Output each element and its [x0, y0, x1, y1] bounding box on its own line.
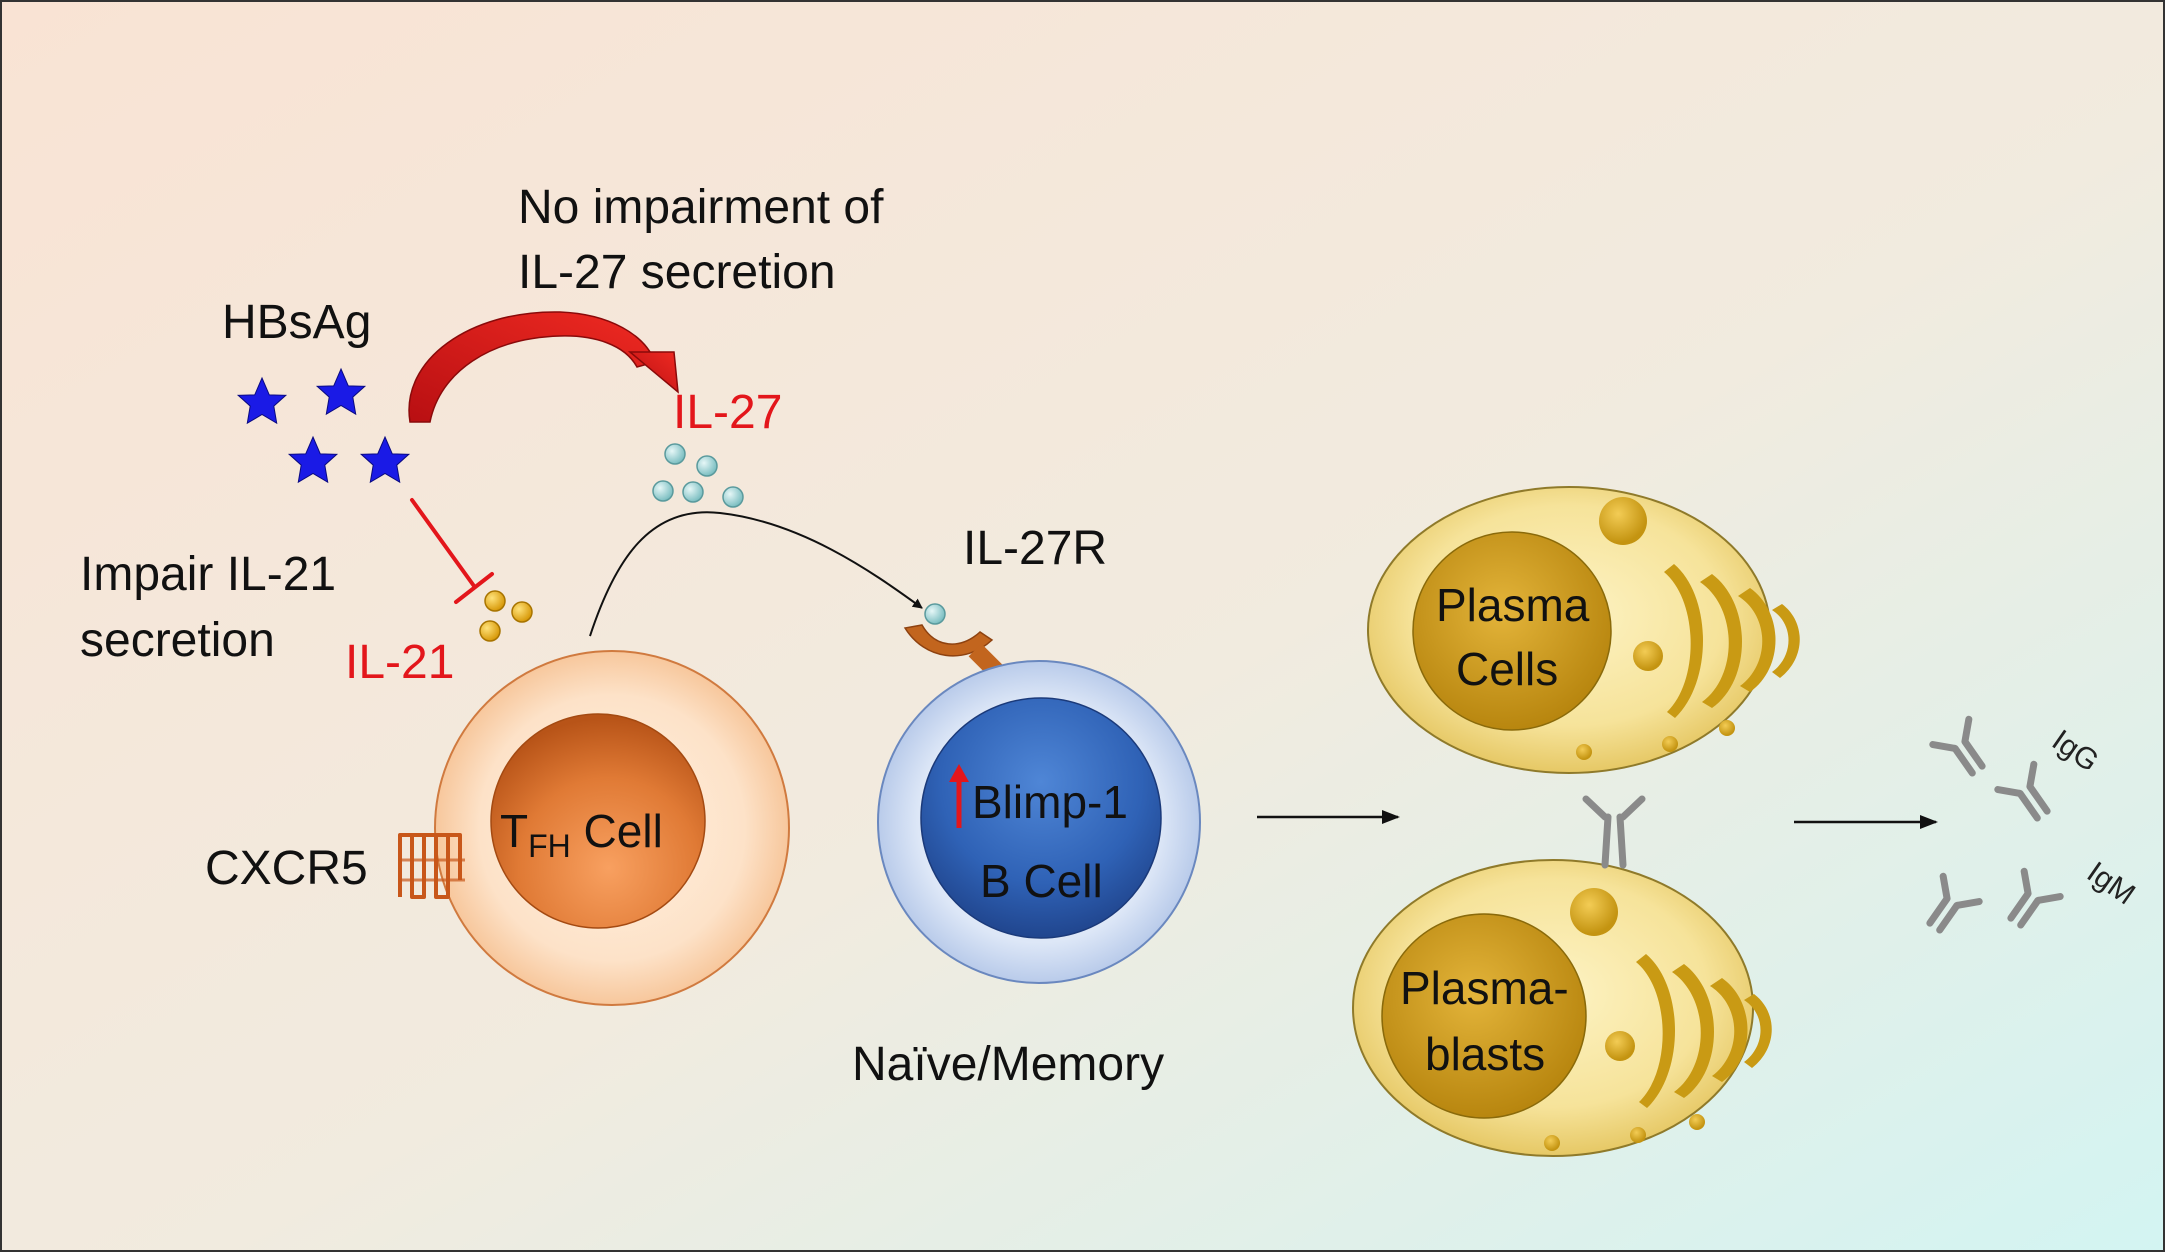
- antibody-icon: [1929, 715, 1986, 777]
- plasma-granule-small: [1719, 720, 1735, 736]
- antibody-icon: [1994, 760, 2051, 822]
- cxcr5-receptor-icon: [398, 833, 462, 899]
- plasma-cell-nucleus: [1412, 531, 1612, 731]
- cxcr5-receptor-bands: [398, 858, 465, 882]
- plasmablast-granule-small: [1689, 1114, 1705, 1130]
- plasmablast-granule-small: [1630, 1127, 1646, 1143]
- plasma-granule-large: [1599, 497, 1647, 545]
- il27-label: IL-27: [673, 386, 782, 439]
- impair-label-line1: Impair IL-21: [80, 548, 336, 601]
- red-curved-arrow: [408, 311, 679, 423]
- upregulation-arrowhead-icon: [949, 764, 969, 782]
- hbsag-stars: [236, 367, 411, 484]
- naive-memory-label: Naïve/Memory: [852, 1038, 1164, 1091]
- b-cell: Blimp-1 B Cell: [877, 660, 1201, 984]
- star-icon: [287, 435, 339, 484]
- plasmablast-granule-large: [1570, 888, 1618, 936]
- impair-label-line2: secretion: [80, 614, 275, 667]
- tfh-cell-nucleus: [490, 713, 706, 929]
- il27r-label: IL-27R: [963, 522, 1107, 575]
- plasma-cells-label-line1: Plasma: [1436, 579, 1590, 631]
- tfh-cell: TFH Cell: [434, 650, 790, 1006]
- plasmablasts-label-line1: Plasma-: [1400, 962, 1569, 1014]
- signal-arrow: [589, 511, 923, 637]
- plasma-cells-label-line2: Cells: [1456, 643, 1558, 695]
- tfh-cell-label: TFH Cell: [500, 805, 663, 864]
- antibody-icon: [1582, 795, 1646, 869]
- il21-dots: [479, 590, 533, 642]
- plasmablast-nucleus: [1381, 913, 1587, 1119]
- plasma-granule-medium: [1633, 641, 1663, 671]
- antibody-icon: [1926, 872, 1983, 934]
- b-cell-nucleus: [920, 697, 1162, 939]
- inhibition-line: [410, 498, 494, 604]
- tfh-sub: FH: [528, 828, 571, 864]
- tfh-cell-word: Cell: [571, 805, 663, 857]
- plasma-granule-small: [1662, 736, 1678, 752]
- er-cisternae-icon: [1664, 564, 1800, 718]
- no-impairment-label-line2: IL-27 secretion: [518, 246, 836, 299]
- bound-il27-dot: [924, 603, 946, 625]
- star-icon: [359, 435, 411, 484]
- antibodies-group: [1926, 715, 2064, 934]
- il27-dots: [652, 443, 744, 508]
- il27r-cup-icon: [903, 624, 994, 657]
- plasmablast-cell: Plasma- blasts: [1352, 859, 1772, 1157]
- plasmablast-granule-medium: [1605, 1031, 1635, 1061]
- star-icon: [236, 376, 288, 425]
- er-cisternae-icon: [1636, 954, 1772, 1108]
- blimp1-label: Blimp-1: [972, 776, 1128, 828]
- no-impairment-label-line1: No impairment of: [518, 181, 884, 234]
- plasmablast-granule-small: [1544, 1135, 1560, 1151]
- antibody-icon: [2007, 867, 2064, 929]
- plasma-cell-top: Plasma Cells: [1367, 486, 1800, 774]
- hbsag-label: HBsAg: [222, 296, 371, 349]
- tfh-t: T: [500, 805, 528, 857]
- plasmablasts-label-line2: blasts: [1425, 1028, 1545, 1080]
- plasma-granule-small: [1576, 744, 1592, 760]
- star-icon: [315, 367, 367, 416]
- arrowhead-icon: [627, 351, 679, 394]
- b-cell-label: B Cell: [980, 855, 1103, 907]
- il21-label: IL-21: [345, 636, 454, 689]
- cxcr5-label: CXCR5: [205, 842, 368, 895]
